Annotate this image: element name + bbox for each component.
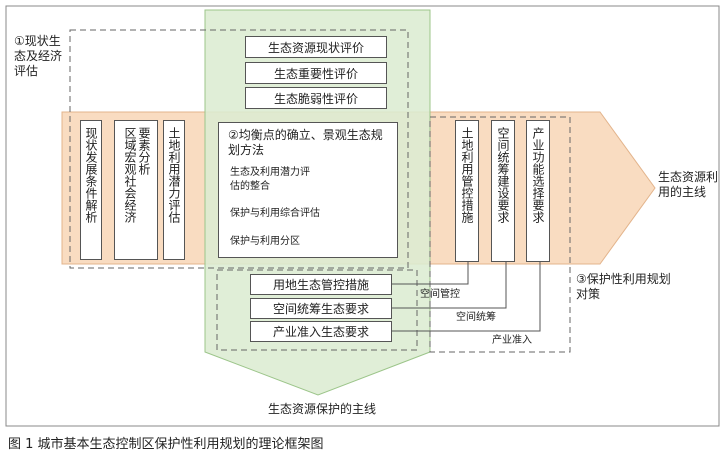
connector-space-control: [392, 262, 469, 285]
region-current-eval: [69, 29, 409, 269]
center-title: ②均衡点的确立、景观生态规划方法: [228, 128, 383, 157]
left-box-current: 现状发展条件解析: [80, 120, 102, 260]
label-utilization: 生态资源利用的主线: [658, 170, 719, 199]
bottom-box-industry: 产业准入生态要求: [250, 321, 392, 342]
outer-frame: [5, 5, 720, 427]
top-box-status: 生态资源现状评价: [245, 36, 387, 58]
left-box-land-text: 土地利用潜力评估: [167, 127, 181, 223]
connector-label-industry: 产业准入: [492, 335, 532, 346]
center-module: [218, 122, 398, 258]
right-box-industry: 产业功能选择要求: [526, 120, 550, 262]
center-item-integration: 生态及利用潜力评估的整合: [230, 167, 310, 192]
bottom-box-land: 用地生态管控措施: [250, 274, 392, 295]
connector-industry: [392, 262, 541, 332]
region-protection: [429, 116, 571, 353]
right-box-space-text: 空间统筹建设要求: [496, 127, 510, 223]
top-box-fragility: 生态脆弱性评价: [245, 87, 387, 109]
center-item-zoning: 保护与利用分区: [230, 236, 300, 247]
connector-label-space-coord: 空间统筹: [456, 312, 496, 323]
region-bottom: [216, 269, 418, 351]
label-conservation: 生态资源保护的主线: [267, 402, 376, 416]
right-box-industry-text: 产业功能选择要求: [531, 127, 545, 223]
label-protection: ③保护性利用规划对策: [576, 272, 671, 301]
right-box-land-control: 土地利用管控措施: [455, 120, 479, 262]
connector-label-space-control: 空间管控: [420, 289, 460, 300]
left-box-land: 土地利用潜力评估: [163, 120, 185, 260]
left-box-region: 区域宏观社会经济 要素分析: [114, 120, 158, 260]
top-box-importance: 生态重要性评价: [245, 62, 387, 84]
center-item-assessment: 保护与利用综合评估: [230, 208, 320, 219]
left-box-element-text: 要素分析: [137, 127, 151, 175]
left-box-current-text: 现状发展条件解析: [84, 127, 98, 223]
right-box-space: 空间统筹建设要求: [491, 120, 515, 262]
right-box-land-control-text: 土地利用管控措施: [460, 127, 474, 223]
connector-space-coord: [392, 262, 507, 309]
figure-caption: 图 1 城市基本生态控制区保护性利用规划的理论框架图: [8, 437, 324, 452]
left-box-region-text: 区域宏观社会经济: [123, 127, 137, 223]
bottom-box-space: 空间统筹生态要求: [250, 298, 392, 319]
label-current-eval: ①现状生态及经济评估: [14, 34, 63, 78]
